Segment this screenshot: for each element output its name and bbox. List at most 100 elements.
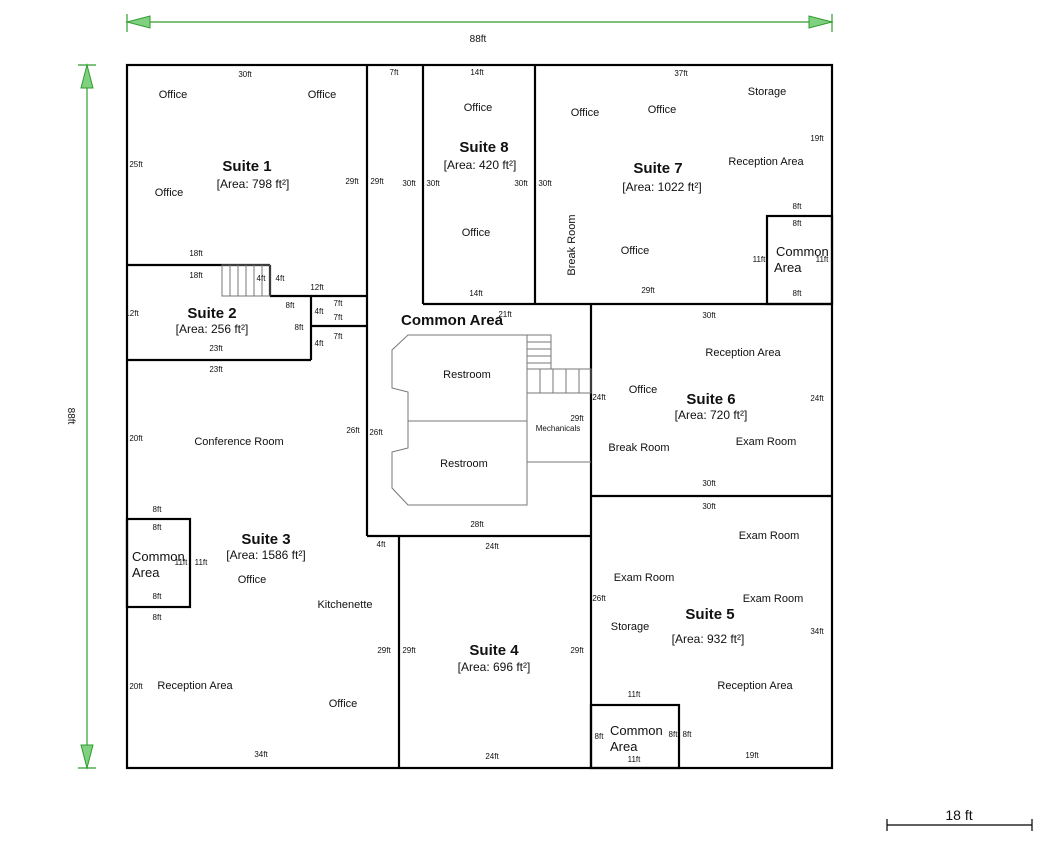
stairs [221, 264, 592, 463]
suite-3-name: Suite 3 [241, 531, 290, 548]
room-label-storage: Storage [748, 86, 787, 98]
dim-label: 7ft [334, 332, 344, 341]
dim-label: 34ft [810, 627, 824, 636]
arrow-left-icon [125, 15, 151, 29]
suite-5-name: Suite 5 [685, 606, 734, 623]
room-label-exam: Exam Room [736, 436, 797, 448]
building-outline [125, 63, 834, 770]
dim-label: 8ft [153, 613, 163, 622]
dim-label: 8ft [595, 732, 605, 741]
room-label-reception: Reception Area [728, 156, 804, 168]
dim-label: 8ft [286, 301, 296, 310]
dim-label: 8ft [153, 523, 163, 532]
room-label-office: Office [621, 245, 650, 257]
dim-label: 23ft [209, 365, 223, 374]
suite-4-name: Suite 4 [469, 642, 519, 659]
suite-4-area: [Area: 696 ft²] [458, 660, 531, 674]
dim-label: 12ft [310, 283, 324, 292]
dim-label: 11ft [175, 558, 189, 567]
suite-8-area: [Area: 420 ft²] [444, 158, 517, 172]
suite-6-name: Suite 6 [686, 391, 735, 408]
dim-label: 8ft [793, 219, 803, 228]
arrow-right-icon [808, 15, 834, 29]
dim-label: 30ft [702, 311, 716, 320]
common-area-suite7-line2: Area [774, 260, 802, 275]
suite-1-area: [Area: 798 ft²] [217, 177, 290, 191]
dim-label: 4ft [377, 540, 387, 549]
room-label-exam: Exam Room [739, 530, 800, 542]
dim-label: 21ft [498, 310, 512, 319]
room-label-office: Office [571, 107, 600, 119]
common-area-suite3-line1: Common [132, 549, 185, 564]
interior-walls [125, 65, 834, 770]
suite-3-area: [Area: 1586 ft²] [226, 548, 305, 562]
overall-width-dimension: 88ft [125, 14, 834, 45]
dim-label: 25ft [129, 160, 143, 169]
dim-label: 29ft [570, 646, 584, 655]
dim-label: 29ft [345, 177, 359, 186]
dim-label: 28ft [470, 520, 484, 529]
dim-label: 8ft [153, 592, 163, 601]
room-label-restroom: Restroom [443, 369, 491, 381]
dim-label: 11ft [816, 255, 830, 264]
arrow-down-icon [80, 744, 94, 770]
dim-label: 30ft [702, 479, 716, 488]
common-area-suite3-line2: Area [132, 565, 160, 580]
arrow-up-icon [80, 63, 94, 89]
dim-label: 30ft [426, 179, 440, 188]
suite-2-area: [Area: 256 ft²] [176, 322, 249, 336]
room-label-storage: Storage [611, 621, 650, 633]
common-area-suite5-line1: Common [610, 723, 663, 738]
dim-label: 30ft [514, 179, 528, 188]
dim-label: 26ft [369, 428, 383, 437]
room-label-reception: Reception Area [717, 680, 793, 692]
dim-label: 8ft [793, 202, 803, 211]
common-area-main-label: Common Area [401, 312, 504, 329]
room-label-office: Office [308, 89, 337, 101]
dim-label: 37ft [674, 69, 688, 78]
dim-label: 7ft [390, 68, 400, 77]
room-label-office: Office [462, 227, 491, 239]
dim-label: 30ft [238, 70, 252, 79]
dim-label: 29ft [370, 177, 384, 186]
room-label-exam: Exam Room [614, 572, 675, 584]
dim-label: 30ft [702, 502, 716, 511]
suite-7-area: [Area: 1022 ft²] [622, 180, 701, 194]
dim-label: 29ft [402, 646, 416, 655]
dim-label: 24ft [810, 394, 824, 403]
overall-width-label: 88ft [470, 34, 487, 45]
scale-bar-label: 18 ft [945, 807, 972, 823]
dim-label: 18ft [189, 271, 203, 280]
suite-6-area: [Area: 720 ft²] [675, 408, 748, 422]
dim-label: 26ft [346, 426, 360, 435]
dim-label: 4ft [257, 274, 267, 283]
dim-label: 14ft [470, 68, 484, 77]
dim-label: 4ft [315, 307, 325, 316]
common-area-suite7-line1: Common [776, 244, 829, 259]
room-label-office: Office [648, 104, 677, 116]
room-label-reception: Reception Area [157, 680, 233, 692]
dim-label: 8ft [669, 730, 679, 739]
room-label-restroom: Restroom [440, 458, 488, 470]
dim-label: 19ft [810, 134, 824, 143]
room-label-office: Office [155, 187, 184, 199]
dim-label: 34ft [254, 750, 268, 759]
dim-label: 8ft [793, 289, 803, 298]
room-label-office: Office [629, 384, 658, 396]
dim-label: 29ft [377, 646, 391, 655]
dim-label: 30ft [538, 179, 552, 188]
room-label-mechanicals: Mechanicals [536, 424, 580, 433]
dim-label: 29ft [641, 286, 655, 295]
dim-label: 8ft [153, 505, 163, 514]
dim-label: 11ft [628, 690, 642, 699]
dim-label: 11ft [195, 558, 209, 567]
dim-label: 8ft [683, 730, 693, 739]
dim-label: 24ft [485, 542, 499, 551]
dim-label: 7ft [334, 313, 344, 322]
room-label-office: Office [464, 102, 493, 114]
dim-label: 23ft [209, 344, 223, 353]
room-label-kitchenette: Kitchenette [317, 599, 372, 611]
common-area-suite5-line2: Area [610, 739, 638, 754]
dim-label: 26ft [592, 594, 606, 603]
